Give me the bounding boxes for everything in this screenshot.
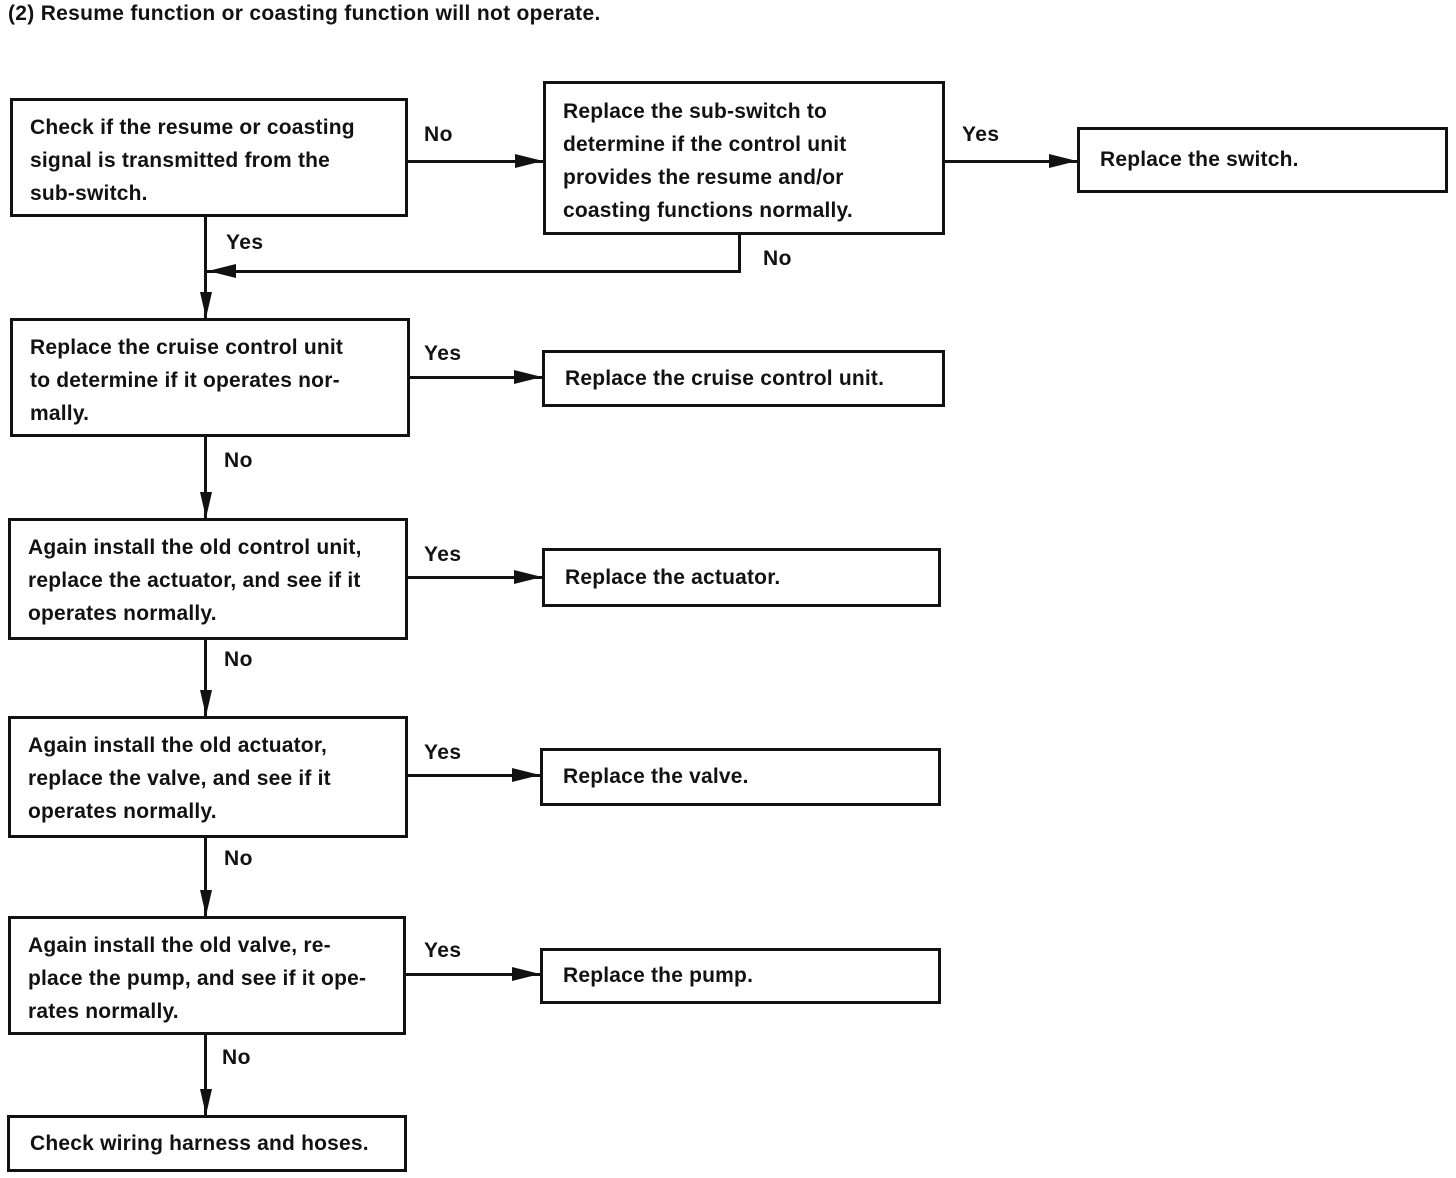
arrowhead-into-check-wiring — [200, 1089, 212, 1115]
arrowhead-into-replace-valve — [512, 768, 540, 782]
node-check-wiring: Check wiring harness and hoses. — [7, 1115, 407, 1172]
connector-pump-test-down — [204, 1033, 207, 1115]
connector-cruise-test-down — [204, 435, 207, 518]
connector-actuator-test-yes — [406, 576, 542, 579]
arrowhead-into-valve-test — [200, 890, 212, 916]
arrowhead-into-control-unit-test — [200, 492, 212, 518]
connector-check-signal-down — [204, 215, 207, 318]
connector-cruise-test-yes — [408, 376, 542, 379]
arrowhead-into-replace-actuator — [514, 570, 542, 584]
node-check-signal: Check if the resume or coasting signal i… — [10, 98, 408, 217]
edge-label-no-1: No — [424, 123, 453, 146]
connector-sub-switch-to-replace-switch — [943, 160, 1077, 163]
node-check-signal-label: Check if the resume or coasting signal i… — [30, 116, 355, 205]
edge-label-no-5: No — [222, 1046, 251, 1069]
node-replace-pump: Replace the pump. — [540, 948, 941, 1004]
edge-label-yes-1: Yes — [962, 123, 1000, 146]
node-replace-sub-switch-test-label: Replace the sub-switch to determine if t… — [563, 100, 853, 222]
edge-label-yes-3: Yes — [424, 543, 462, 566]
page-title: (2) Resume function or coasting function… — [8, 2, 601, 25]
connector-valve-test-down — [204, 836, 207, 916]
node-install-old-valve-test-label: Again install the old valve, re- place t… — [28, 934, 367, 1023]
connector-pump-test-yes — [404, 973, 540, 976]
connector-sub-switch-no-return — [205, 270, 741, 273]
node-replace-pump-label: Replace the pump. — [563, 964, 754, 987]
node-replace-cruise-unit-test-label: Replace the cruise control unit to deter… — [30, 336, 344, 425]
arrowhead-into-replace-switch — [1049, 154, 1077, 168]
arrowhead-into-replace-cruise-unit — [514, 370, 542, 384]
node-install-old-control-unit-test-label: Again install the old control unit, repl… — [28, 536, 362, 625]
edge-label-yes-down-1: Yes — [226, 231, 264, 254]
edge-label-no-3: No — [224, 648, 253, 671]
edge-label-no-4: No — [224, 847, 253, 870]
connector-sub-switch-no-drop — [738, 233, 741, 273]
node-replace-cruise-unit-label: Replace the cruise control unit. — [565, 366, 885, 390]
arrowhead-into-cruise-test — [200, 292, 212, 318]
node-replace-cruise-unit-test: Replace the cruise control unit to deter… — [10, 318, 410, 437]
connector-check-signal-to-sub-switch — [406, 160, 543, 163]
connector-valve-test-yes — [406, 774, 540, 777]
edge-label-yes-4: Yes — [424, 741, 462, 764]
node-install-old-actuator-test-label: Again install the old actuator, replace … — [28, 734, 331, 823]
node-replace-cruise-unit: Replace the cruise control unit. — [542, 350, 945, 407]
node-replace-actuator-label: Replace the actuator. — [565, 565, 781, 589]
node-install-old-actuator-test: Again install the old actuator, replace … — [8, 716, 408, 838]
node-replace-sub-switch-test: Replace the sub-switch to determine if t… — [543, 81, 945, 235]
node-replace-actuator: Replace the actuator. — [542, 548, 941, 607]
node-replace-valve: Replace the valve. — [540, 748, 941, 806]
node-check-wiring-label: Check wiring harness and hoses. — [30, 1131, 369, 1155]
node-replace-switch: Replace the switch. — [1077, 127, 1448, 193]
node-install-old-control-unit-test: Again install the old control unit, repl… — [8, 518, 408, 640]
node-install-old-valve-test: Again install the old valve, re- place t… — [8, 916, 406, 1035]
arrowhead-no-return — [208, 264, 236, 278]
edge-label-yes-2: Yes — [424, 342, 462, 365]
node-replace-switch-label: Replace the switch. — [1100, 148, 1299, 171]
arrowhead-into-sub-switch — [515, 154, 543, 168]
arrowhead-into-replace-pump — [512, 967, 540, 981]
node-replace-valve-label: Replace the valve. — [563, 765, 749, 788]
edge-label-no-return: No — [763, 247, 792, 270]
connector-actuator-test-down — [204, 638, 207, 716]
arrowhead-into-actuator-test — [200, 690, 212, 716]
edge-label-yes-5: Yes — [424, 939, 462, 962]
edge-label-no-2: No — [224, 449, 253, 472]
